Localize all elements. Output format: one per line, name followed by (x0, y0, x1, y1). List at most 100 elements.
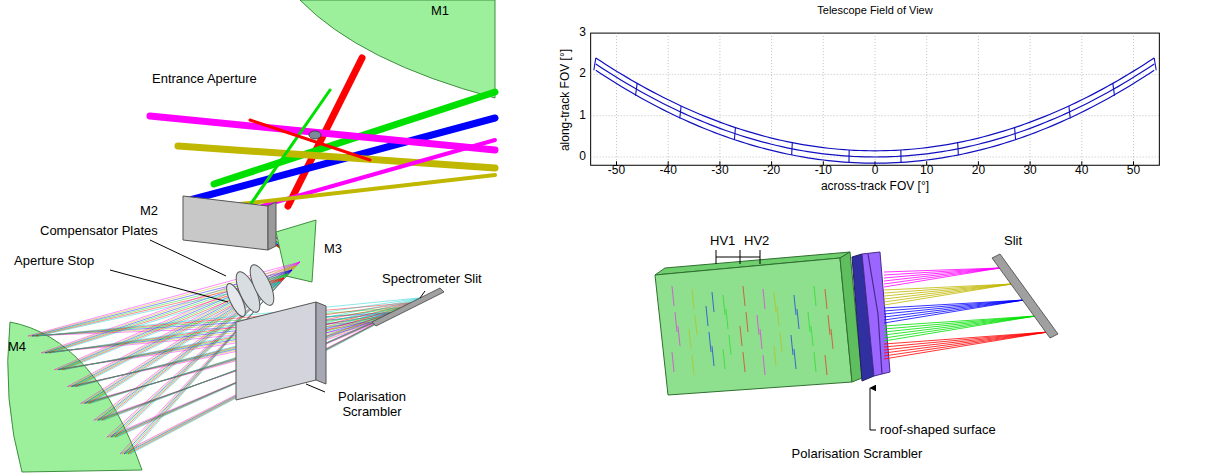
part-label: Polarisation Scrambler (324, 390, 420, 420)
scrambler-rays (884, 332, 1048, 359)
ray-spots (672, 286, 833, 375)
fov-chart (594, 58, 596, 70)
fov-chart (791, 143, 793, 155)
axis-title: along-track FOV [°] (559, 49, 573, 151)
ray-spots (672, 352, 674, 372)
ray-spots (825, 355, 827, 375)
scrambler-rays (884, 300, 1024, 320)
part-label: M3 (324, 242, 342, 257)
tick-label: -20 (763, 164, 780, 178)
tick-label: 2 (579, 67, 586, 81)
leader-lines (110, 270, 228, 302)
ray-spots (774, 346, 776, 366)
fov-chart (1030, 33, 1031, 165)
ray-spots (712, 292, 714, 312)
leader-lines (306, 384, 325, 392)
ray-spots (814, 352, 816, 372)
ray-spots (678, 326, 680, 346)
caption-label: Polarisation Scrambler (792, 447, 923, 462)
chart-title: Telescope Field of View (817, 4, 932, 17)
ray-spots (794, 349, 796, 369)
part-label: M1 (431, 4, 449, 19)
mirror-m2 (268, 202, 276, 250)
tick-label: 50 (1127, 164, 1140, 178)
ray-spots (729, 335, 731, 355)
scrambler-detail (655, 252, 890, 395)
tick-label: 40 (1075, 164, 1088, 178)
scrambler-rays (884, 316, 1036, 332)
ray-spots (763, 289, 765, 309)
fov-chart (596, 58, 1154, 151)
light-beams (250, 120, 370, 160)
ray-spots (692, 289, 694, 309)
polarisation-scrambler-block (236, 302, 316, 400)
ray-fan (122, 266, 388, 454)
ray-spots (828, 315, 830, 335)
part-label: Compensator Plates (40, 224, 158, 239)
fov-chart (978, 33, 979, 165)
fov-chart (1069, 106, 1070, 118)
part-label: M4 (8, 340, 26, 355)
ray-fan (117, 282, 428, 437)
part-label: M2 (140, 204, 158, 219)
ray-spots (675, 312, 677, 332)
ray-spots (672, 286, 674, 306)
fov-chart (734, 128, 735, 140)
hv-brackets (716, 250, 760, 264)
tick-label: -50 (608, 164, 625, 178)
fov-chart (1154, 58, 1156, 70)
fov-chart (616, 33, 617, 165)
fov-chart (900, 150, 901, 162)
scrambler-rays (884, 316, 1036, 335)
entrance-aperture (309, 131, 321, 139)
slit-bar (992, 254, 1058, 338)
ray-fan (128, 278, 418, 454)
scrambler-rays (884, 332, 1048, 350)
slit-bar (992, 254, 1058, 338)
dimension-label: HV1 (710, 234, 735, 249)
spectrometer-slit (372, 288, 444, 326)
tick-label: -30 (711, 164, 728, 178)
ray-spots (695, 315, 697, 335)
light-beams (240, 175, 495, 204)
light-beams (250, 90, 330, 205)
ray-spots (712, 346, 714, 366)
ray-spots (794, 295, 796, 315)
tick-label: 0 (579, 150, 586, 164)
fov-chart (771, 33, 772, 165)
ray-spots (757, 315, 759, 335)
fov-chart (926, 33, 927, 165)
part-label: Entrance Aperture (152, 72, 257, 87)
ray-spots (791, 335, 793, 355)
hv-brackets (716, 257, 760, 258)
ray-spots (811, 326, 813, 346)
fov-chart (719, 33, 720, 165)
ray-spots (709, 332, 711, 352)
fov-chart (591, 33, 1160, 165)
fov-chart (591, 74, 1160, 75)
fov-chart (635, 83, 637, 95)
tick-label: 20 (972, 164, 985, 178)
tick-label: 3 (579, 26, 586, 40)
ray-spots (723, 349, 725, 369)
ray-spots (743, 286, 745, 306)
tick-label: -40 (660, 164, 677, 178)
fov-chart (596, 70, 1154, 163)
scrambler-rays (884, 268, 1000, 275)
scrambler-rays (884, 300, 1024, 311)
axis-title: across-track FOV [°] (821, 180, 929, 194)
mirror-m2 (183, 196, 276, 250)
fov-chart (823, 33, 824, 165)
ray-spots (825, 289, 827, 309)
scrambler-rays (884, 300, 1024, 317)
ray-spots (689, 329, 691, 349)
ray-spots (706, 306, 708, 326)
scrambler-rays (884, 268, 1000, 284)
ray-spots (774, 292, 776, 312)
ray-spots (814, 286, 816, 306)
dimension-label: HV2 (744, 234, 769, 249)
compensator-plates (223, 281, 249, 319)
light-beams (150, 58, 495, 270)
scrambler-detail (868, 254, 882, 374)
